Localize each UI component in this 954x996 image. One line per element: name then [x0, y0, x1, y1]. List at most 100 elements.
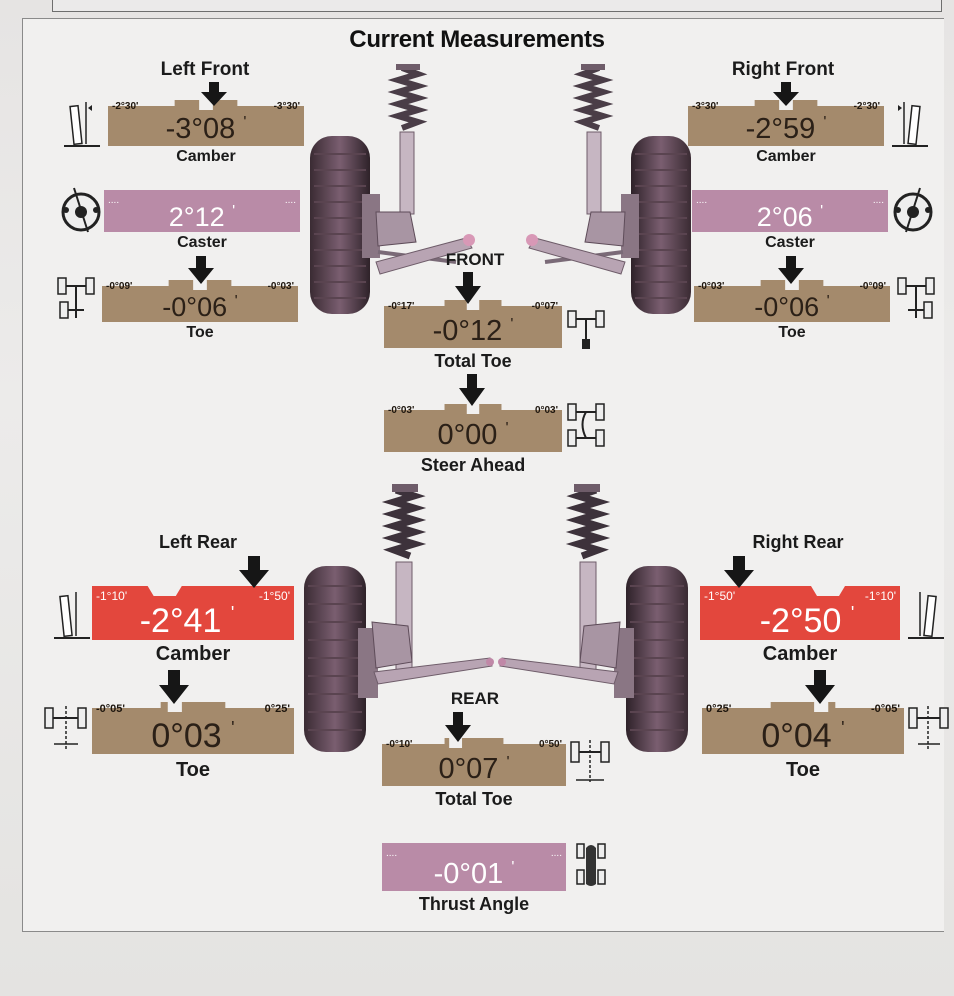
thrust-angle-box: .... .... -0°01 ': [382, 843, 566, 891]
right-front-toe-min: -0°03': [698, 281, 725, 292]
steer-ahead-value: 0°00 ': [437, 419, 509, 451]
left-rear-toe-max: 0°25': [264, 703, 290, 715]
left-front-toe-value: -0°06 ': [162, 292, 238, 322]
indicator-arrow-icon: [159, 670, 189, 704]
thrust-angle-label: Thrust Angle: [418, 894, 530, 914]
right-front-camber-label: Camber: [756, 148, 816, 165]
indicator-arrow-icon: [239, 556, 269, 588]
rear-right-suspension-icon: [498, 484, 688, 752]
right-rear-toe-max: -0°05': [870, 703, 900, 715]
measurement-box-background: [104, 190, 300, 232]
right-front-toe-max: -0°09': [859, 281, 886, 292]
indicator-arrow-icon: [201, 82, 227, 106]
left-front-caster-label: Caster: [177, 234, 227, 251]
right-front-label: Right Front: [731, 59, 835, 80]
caster-wheel-icon: [61, 187, 101, 233]
right-front-caster-max: ....: [872, 195, 884, 206]
right-rear-camber-min: -1°50': [704, 589, 736, 603]
measurement-box-background: [108, 100, 304, 146]
rear-total-toe-max: 0°50': [538, 739, 562, 750]
measurement-box-background: [384, 404, 562, 452]
left-front-label: Left Front: [160, 59, 250, 80]
camber-icon: [64, 102, 100, 147]
right-front-toe-label: Toe: [778, 324, 806, 341]
total-toe-icon: [567, 310, 605, 349]
front-right-suspension-icon: [526, 64, 691, 314]
toe-icon: [44, 706, 87, 750]
left-rear-camber-max: -1°50': [258, 589, 290, 603]
right-front-caster-box: .... .... 2°06 ': [692, 190, 888, 232]
caster-wheel-icon: [893, 187, 933, 233]
toe-icon: [57, 277, 95, 319]
right-rear-camber-box: -1°50' -1°10' -2°50 ': [700, 586, 900, 640]
rear-total-toe-box: -0°10' 0°50' 0°07 ': [382, 738, 566, 786]
left-front-camber-value: -3°08 ': [165, 113, 247, 145]
left-front-caster-value: 2°12 ': [168, 202, 236, 232]
thrust-angle-icon: [576, 843, 606, 886]
measurement-box-background: [700, 586, 900, 640]
front-total-toe-value: -0°12 ': [432, 315, 514, 347]
right-front-caster-value: 2°06 ': [756, 202, 824, 232]
left-front-camber-min: -2°30': [112, 101, 139, 112]
measurement-box-background: [102, 280, 298, 322]
left-rear-toe-min: -0°05': [96, 703, 126, 715]
left-front-caster-min: ....: [108, 195, 120, 206]
left-front-toe-min: -0°09': [106, 281, 133, 292]
thrust-angle-min: ....: [386, 848, 398, 859]
thrust-angle-value: -0°01 ': [433, 858, 515, 890]
indicator-arrow-icon: [724, 556, 754, 588]
right-front-caster-min: ....: [696, 195, 708, 206]
measurement-box-background: [384, 300, 562, 348]
toe-icon: [897, 277, 935, 319]
right-front-toe-value: -0°06 ': [754, 292, 830, 322]
measurement-box-background: [382, 843, 566, 891]
left-rear-toe-label: Toe: [175, 759, 211, 781]
header-box: [52, 0, 942, 12]
page-title: Current Measurements: [349, 26, 605, 53]
indicator-arrow-icon: [778, 256, 804, 284]
right-front-camber-max: -2°30': [853, 101, 880, 112]
left-rear-camber-label: Camber: [155, 643, 231, 665]
right-rear-camber-value: -2°50 ': [759, 602, 855, 640]
left-front-camber-box: -2°30' -3°30' -3°08 ': [108, 100, 304, 146]
right-rear-camber-max: -1°10': [864, 589, 896, 603]
right-front-camber-value: -2°59 ': [745, 113, 827, 145]
indicator-arrow-icon: [188, 256, 214, 284]
measurement-box-background: [694, 280, 890, 322]
left-rear-camber-value: -2°41 ': [139, 602, 235, 640]
thrust-angle-max: ....: [550, 848, 562, 859]
right-rear-toe-value: 0°04 ': [761, 717, 845, 755]
measurement-box-background: [692, 190, 888, 232]
left-front-toe-box: -0°09' -0°03' -0°06 ': [102, 280, 298, 322]
indicator-arrow-icon: [459, 374, 485, 406]
front-total-toe-min: -0°17': [388, 301, 415, 312]
indicator-arrow-icon: [455, 272, 481, 304]
right-rear-label: Right Rear: [752, 532, 844, 552]
left-front-camber-label: Camber: [176, 148, 236, 165]
camber-icon: [908, 592, 944, 639]
rear-left-suspension-icon: [304, 484, 494, 752]
front-left-suspension-icon: [310, 64, 475, 314]
right-front-caster-label: Caster: [765, 234, 815, 251]
right-front-camber-min: -3°30': [692, 101, 719, 112]
measurement-box-background: [92, 702, 294, 754]
rear-label: REAR: [450, 689, 500, 708]
measurement-box-background: [92, 586, 294, 640]
total-toe-icon: [570, 740, 610, 782]
rear-total-toe-value: 0°07 ': [438, 753, 510, 785]
left-front-caster-max: ....: [284, 195, 296, 206]
left-rear-label: Left Rear: [158, 532, 238, 552]
measurement-box-background: [702, 702, 904, 754]
steer-ahead-max: 0°03': [534, 405, 558, 416]
steer-ahead-min: -0°03': [388, 405, 415, 416]
front-total-toe-box: -0°17' -0°07' -0°12 ': [384, 300, 562, 348]
left-front-toe-label: Toe: [186, 324, 214, 341]
front-label: FRONT: [445, 250, 505, 269]
measurement-box-background: [382, 738, 566, 786]
left-front-camber-max: -3°30': [273, 101, 300, 112]
front-total-toe-max: -0°07': [531, 301, 558, 312]
right-rear-toe-min: 0°25': [706, 703, 732, 715]
indicator-arrow-icon: [773, 82, 799, 106]
indicator-arrow-icon: [445, 712, 471, 742]
